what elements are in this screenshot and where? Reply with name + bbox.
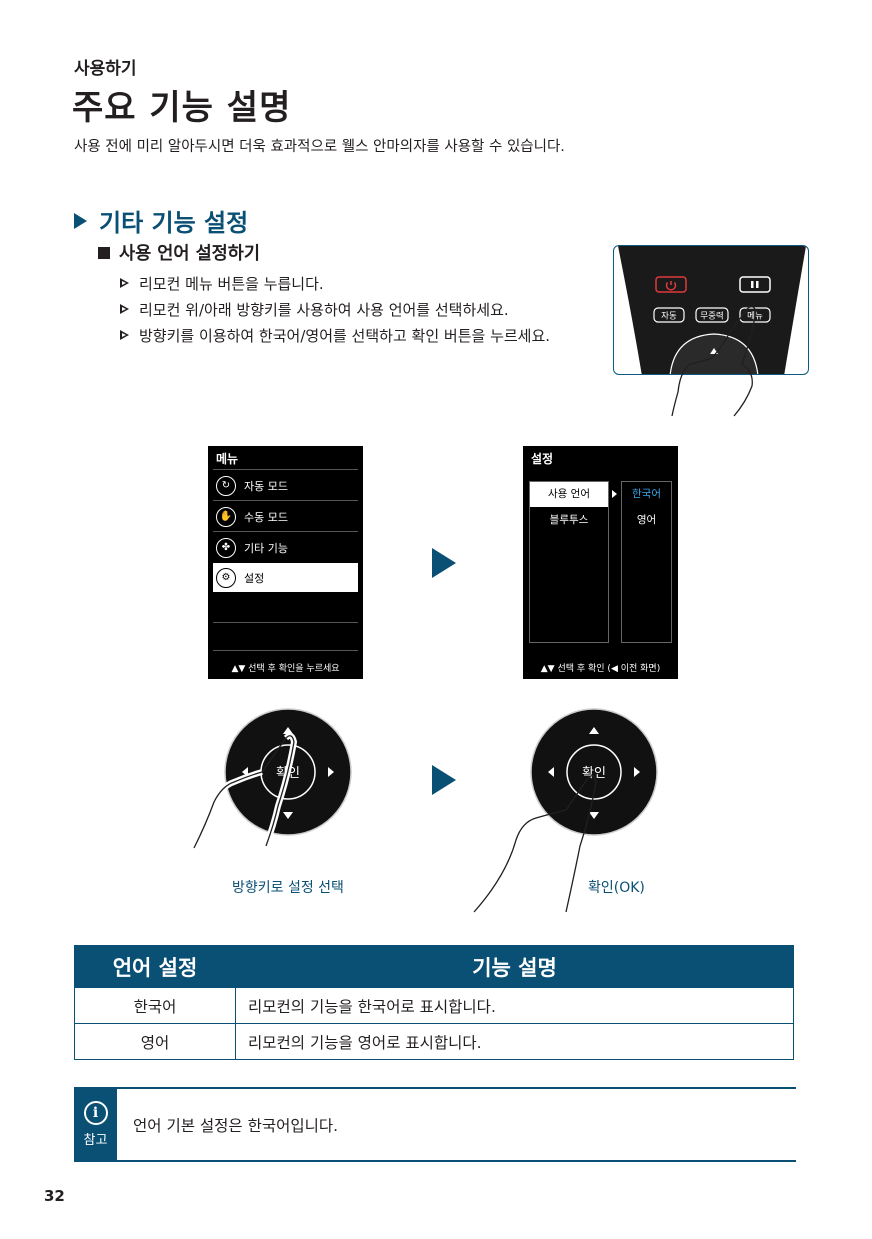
right-arrow-icon	[634, 767, 640, 777]
settings-screen-title: 설정	[531, 452, 554, 466]
menu-item-settings[interactable]: ⚙ 설정	[213, 563, 358, 592]
info-icon: i	[83, 1101, 108, 1125]
triangle-bullet-icon	[74, 212, 87, 229]
dpad-confirm-illustration: 확인	[473, 708, 658, 913]
dpad-center-button	[566, 744, 622, 800]
section-title-text: 기타 기능 설정	[99, 209, 249, 237]
settings-screen: 설정 사용 언어 블루투스 한국어 영어 ▲▼ 선택 후 확인 (◀ 이전 화면…	[523, 446, 678, 679]
menu-item-auto[interactable]: ↻ 자동 모드	[213, 471, 358, 500]
menu-screen: 메뉴 ↻ 자동 모드 ✋ 수동 모드 ✤ 기타 기능 ⚙ 설정 ▲▼ 선택 후 …	[208, 446, 363, 679]
table-cell-description: 리모컨의 기능을 영어로 표시합니다.	[235, 1023, 794, 1060]
menu-item-extra[interactable]: ✤ 기타 기능	[213, 533, 358, 562]
hollow-triangle-icon	[120, 330, 129, 340]
up-arrow-icon	[283, 727, 293, 734]
step-item: 방향키를 이용하여 한국어/영어를 선택하고 확인 버튼을 누르세요.	[120, 322, 550, 348]
dpad-select-illustration: 확인	[192, 708, 352, 850]
menu-item-label: 설정	[244, 571, 265, 585]
settings-left-column	[529, 481, 609, 643]
note-badge: i 참고	[74, 1089, 117, 1160]
menu-item-label: 수동 모드	[244, 510, 288, 524]
page-number: 32	[44, 1187, 65, 1205]
menu-screen-title: 메뉴	[216, 452, 239, 466]
note-box: i 참고 언어 기본 설정은 한국어입니다.	[74, 1087, 796, 1162]
note-badge-label: 참고	[83, 1133, 108, 1148]
language-option-english[interactable]: 영어	[636, 514, 657, 526]
fan-icon: ✤	[216, 537, 236, 558]
step-item: 리모컨 메뉴 버튼을 누릅니다.	[120, 270, 550, 296]
step-text: 방향키를 이용하여 한국어/영어를 선택하고 확인 버튼을 누르세요.	[139, 326, 551, 345]
table-header-language: 언어 설정	[74, 945, 236, 988]
table-cell-description: 리모컨의 기능을 한국어로 표시합니다.	[235, 987, 794, 1024]
square-bullet-icon	[98, 246, 110, 259]
menu-item-label: 기타 기능	[244, 541, 288, 555]
pause-icon	[751, 281, 754, 288]
table-cell-language: 한국어	[74, 987, 236, 1024]
step-text: 리모컨 메뉴 버튼을 누릅니다.	[139, 274, 324, 293]
caret-right-icon	[612, 490, 617, 498]
hand-pointer-icon	[671, 306, 757, 417]
step-item: 리모컨 위/아래 방향키를 사용하여 사용 언어를 선택하세요.	[120, 296, 550, 322]
menu-item-manual[interactable]: ✋ 수동 모드	[213, 502, 358, 531]
zero-gravity-button[interactable]	[695, 307, 729, 323]
hand-pointer-icon	[473, 775, 597, 913]
down-arrow-icon	[283, 812, 293, 819]
table-header-description: 기능 설명	[235, 945, 794, 988]
language-option-korean[interactable]: 한국어	[632, 488, 661, 500]
note-text: 언어 기본 설정은 한국어입니다.	[133, 1116, 339, 1135]
setting-item-bluetooth[interactable]: 블루투스	[549, 514, 589, 526]
table-row: 한국어 리모컨의 기능을 한국어로 표시합니다.	[74, 987, 794, 1024]
language-table: 언어 설정 기능 설명 한국어 리모컨의 기능을 한국어로 표시합니다. 영어 …	[74, 945, 794, 1060]
hollow-triangle-icon	[120, 278, 129, 288]
step-list: 리모컨 메뉴 버튼을 누릅니다. 리모컨 위/아래 방향키를 사용하여 사용 언…	[120, 270, 550, 348]
pause-button[interactable]	[739, 276, 771, 293]
section-title: 기타 기능 설정	[74, 203, 248, 238]
left-arrow-icon	[548, 767, 554, 777]
table-row: 영어 리모컨의 기능을 영어로 표시합니다.	[74, 1023, 794, 1060]
settings-right-column	[621, 481, 672, 643]
page-title: 주요 기능 설명	[72, 88, 292, 128]
setting-item-language[interactable]: 사용 언어	[530, 482, 608, 507]
auto-mode-icon: ↻	[216, 475, 236, 496]
auto-button[interactable]	[653, 307, 685, 323]
down-arrow-icon	[589, 812, 599, 819]
caption-confirm: 확인(OK)	[588, 880, 645, 896]
auto-button-label: 자동	[661, 312, 677, 322]
power-button[interactable]	[655, 276, 687, 293]
next-arrow-icon	[432, 548, 456, 578]
caption-select: 방향키로 설정 선택	[232, 880, 344, 896]
subsection-title-text: 사용 언어 설정하기	[119, 244, 260, 264]
dpad-center-label: 확인	[582, 766, 606, 781]
hand-icon: ✋	[216, 506, 236, 527]
power-icon	[665, 281, 677, 291]
subsection-title: 사용 언어 설정하기	[98, 240, 260, 265]
up-arrow-icon	[589, 727, 599, 734]
hollow-triangle-icon	[120, 304, 129, 314]
menu-item-label: 자동 모드	[244, 479, 288, 493]
settings-screen-hint: ▲▼ 선택 후 확인 (◀ 이전 화면)	[540, 664, 661, 674]
table-header-row: 언어 설정 기능 설명	[74, 945, 794, 988]
zero-gravity-button-label: 무중력	[700, 311, 723, 322]
table-cell-language: 영어	[74, 1023, 236, 1060]
step-text: 리모컨 위/아래 방향키를 사용하여 사용 언어를 선택하세요.	[139, 300, 509, 319]
gear-icon: ⚙	[216, 567, 236, 588]
menu-screen-hint: ▲▼ 선택 후 확인을 누르세요	[231, 664, 340, 674]
next-arrow-icon	[432, 765, 456, 795]
right-arrow-icon	[328, 767, 334, 777]
hand-pointer-icon	[193, 735, 295, 849]
intro-text: 사용 전에 미리 알아두시면 더욱 효과적으로 웰스 안마의자를 사용할 수 있…	[74, 139, 565, 155]
section-kicker: 사용하기	[74, 59, 137, 79]
